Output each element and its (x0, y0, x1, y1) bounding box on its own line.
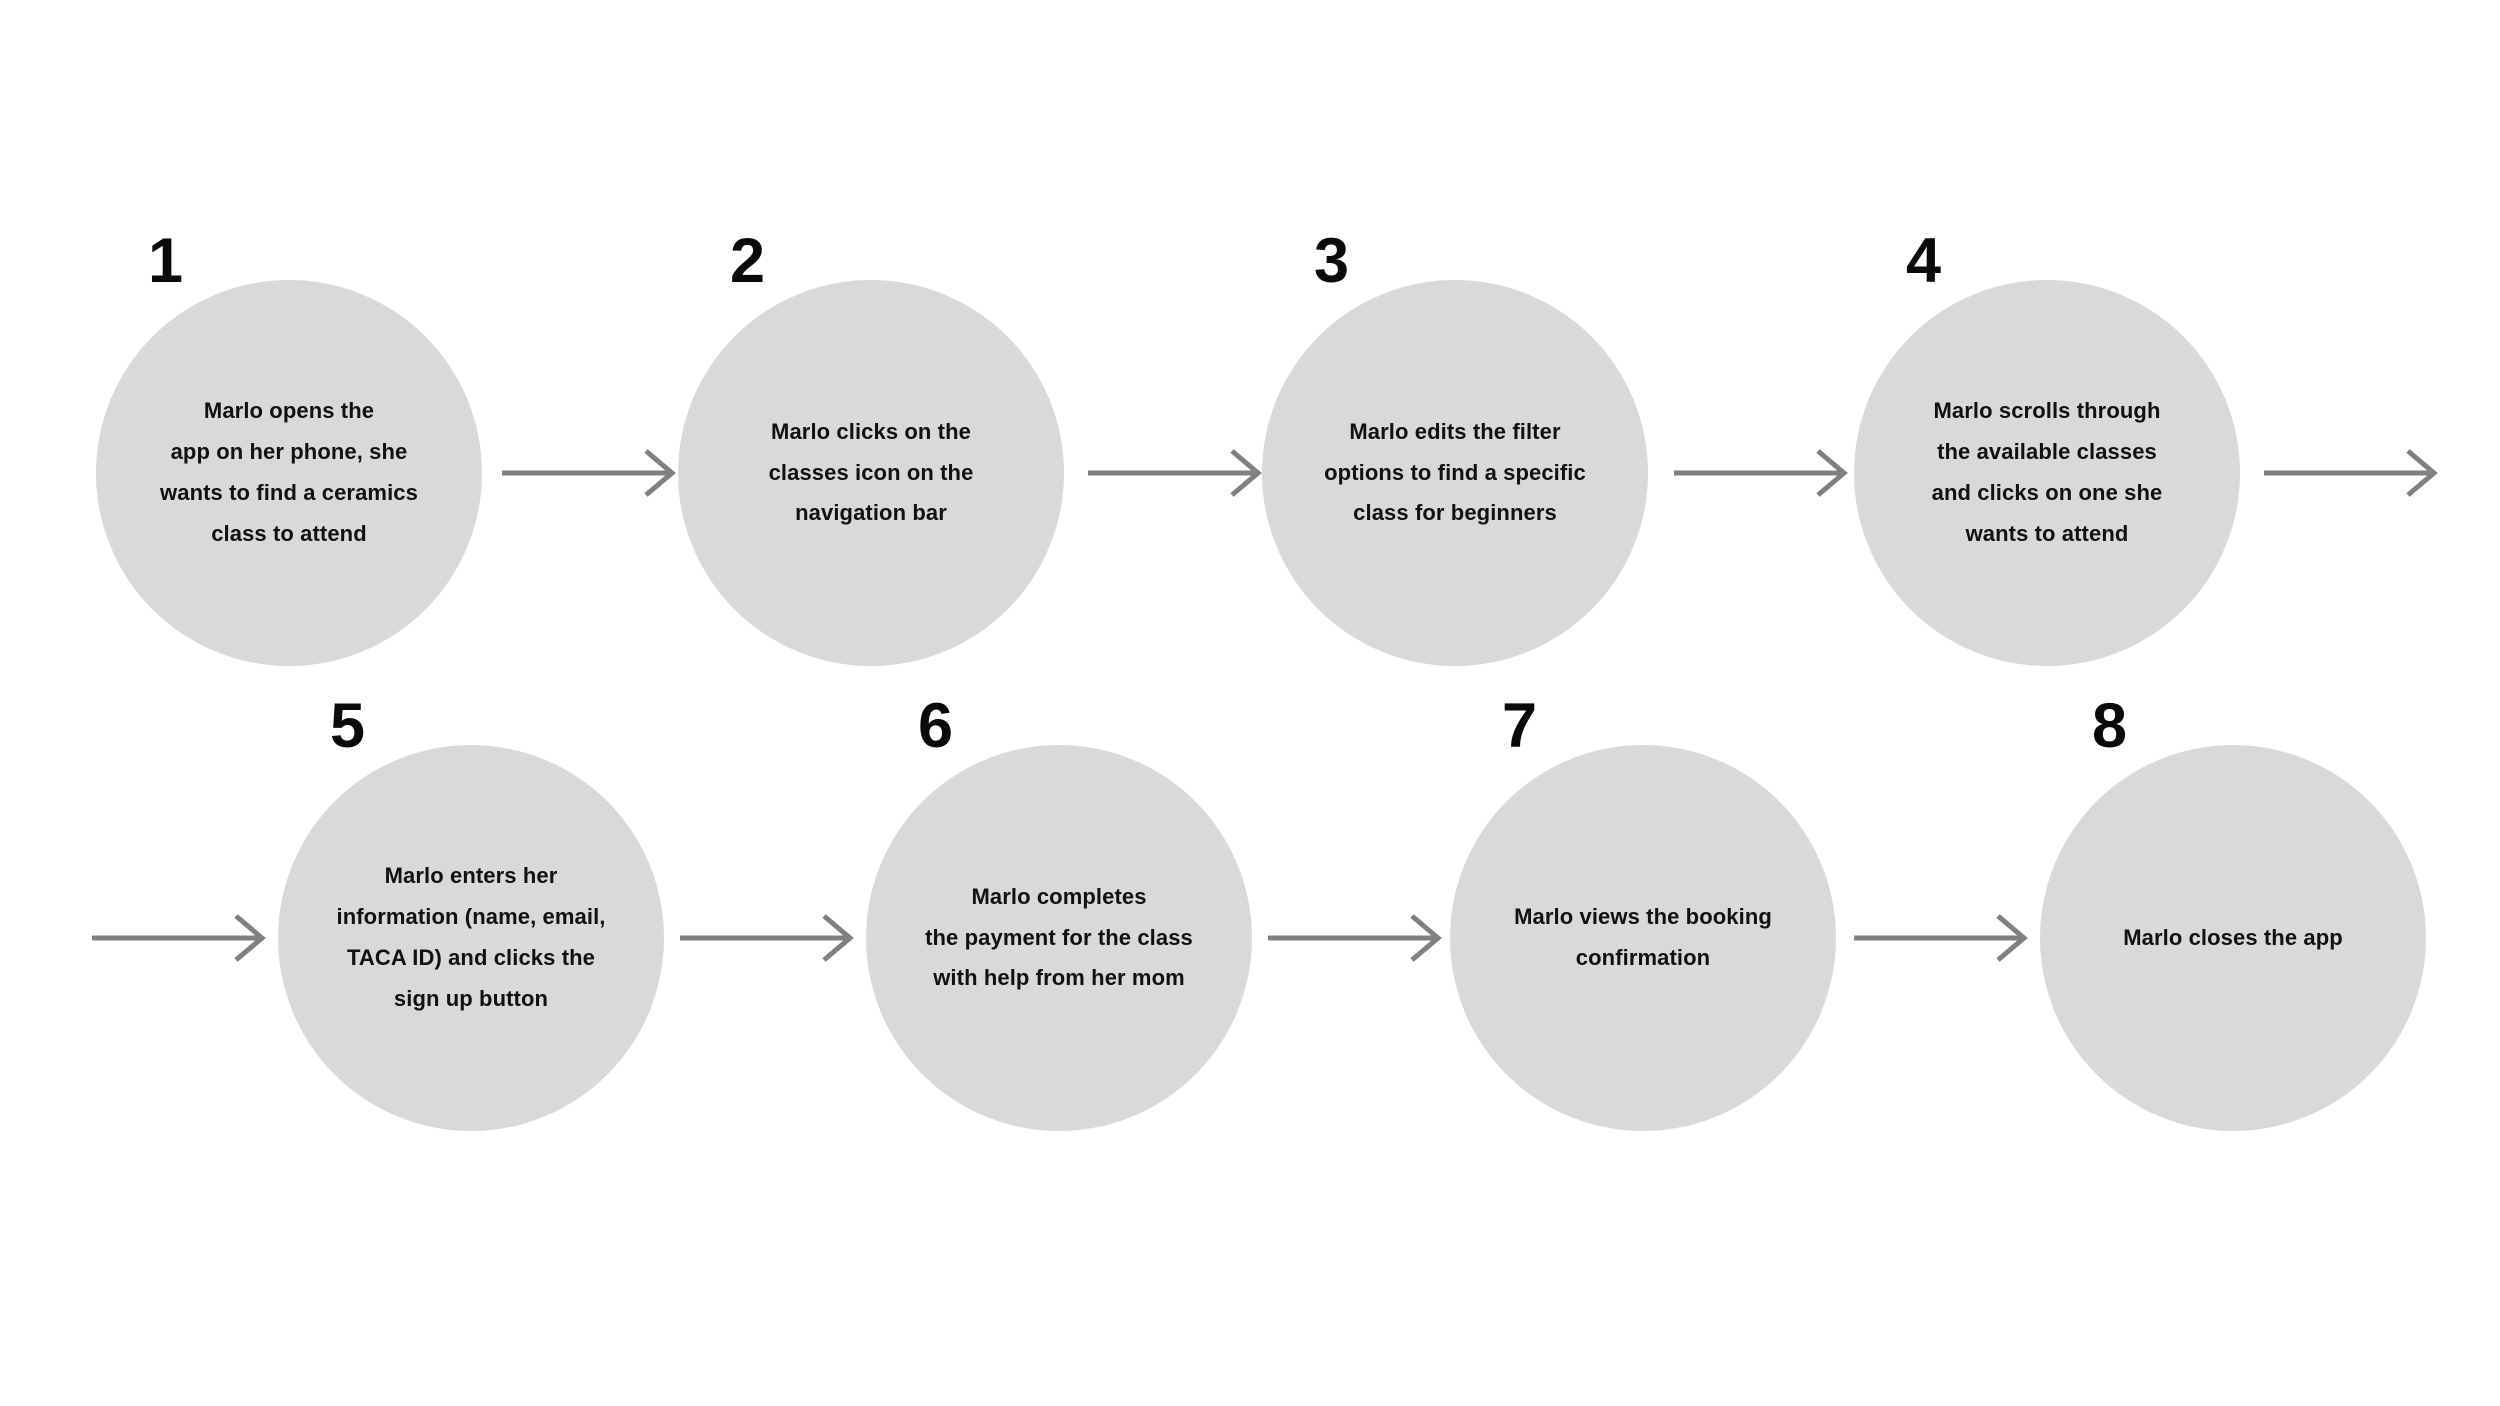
arrow-6-to-7 (1266, 908, 1448, 968)
step-circle-6[interactable]: Marlo completes the payment for the clas… (866, 745, 1252, 1131)
step-number-3: 3 (1314, 226, 1349, 296)
arrow-3-to-4 (1672, 443, 1854, 503)
step-circle-2[interactable]: Marlo clicks on the classes icon on the … (678, 280, 1064, 666)
step-number-1: 1 (148, 226, 183, 296)
flow-row-2: Marlo enters her information (name, emai… (0, 695, 2500, 1180)
step-label-4: Marlo scrolls through the available clas… (1931, 398, 2163, 546)
step-label-3: Marlo edits the filter options to find a… (1324, 418, 1586, 526)
step-number-7: 7 (1502, 691, 1537, 761)
arrow-7-to-8 (1852, 908, 2034, 968)
arrow-1-to-2 (500, 443, 682, 503)
step-label-6: Marlo completes the payment for the clas… (925, 883, 1193, 991)
flow-step-5[interactable]: Marlo enters her information (name, emai… (278, 695, 664, 1131)
step-number-8: 8 (2092, 691, 2127, 761)
flow-step-3[interactable]: Marlo edits the filter options to find a… (1262, 230, 1648, 666)
arrow-5-to-6 (678, 908, 860, 968)
step-label-7: Marlo views the booking confirmation (1514, 904, 1772, 970)
step-circle-5[interactable]: Marlo enters her information (name, emai… (278, 745, 664, 1131)
step-number-2: 2 (730, 226, 765, 296)
arrow-4-to-5-in (90, 908, 272, 968)
step-circle-8[interactable]: Marlo closes the app (2040, 745, 2426, 1131)
step-label-8: Marlo closes the app (2123, 924, 2343, 950)
flow-step-4[interactable]: Marlo scrolls through the available clas… (1854, 230, 2240, 666)
step-label-5: Marlo enters her information (name, emai… (336, 863, 606, 1011)
step-number-6: 6 (918, 691, 953, 761)
step-circle-7[interactable]: Marlo views the booking confirmation (1450, 745, 1836, 1131)
flow-row-1: Marlo opens the app on her phone, she wa… (0, 230, 2500, 715)
flow-step-2[interactable]: Marlo clicks on the classes icon on the … (678, 230, 1064, 666)
arrow-4-to-5-out (2262, 443, 2444, 503)
step-circle-4[interactable]: Marlo scrolls through the available clas… (1854, 280, 2240, 666)
step-label-2: Marlo clicks on the classes icon on the … (768, 418, 974, 526)
arrow-2-to-3 (1086, 443, 1268, 503)
step-number-5: 5 (330, 691, 365, 761)
step-circle-3[interactable]: Marlo edits the filter options to find a… (1262, 280, 1648, 666)
step-number-4: 4 (1906, 226, 1941, 296)
flow-step-7[interactable]: Marlo views the booking confirmation 7 (1450, 695, 1836, 1131)
flow-step-8[interactable]: Marlo closes the app 8 (2040, 695, 2426, 1131)
flow-step-6[interactable]: Marlo completes the payment for the clas… (866, 695, 1252, 1131)
flow-step-1[interactable]: Marlo opens the app on her phone, she wa… (96, 230, 482, 666)
step-circle-1[interactable]: Marlo opens the app on her phone, she wa… (96, 280, 482, 666)
step-label-1: Marlo opens the app on her phone, she wa… (160, 398, 418, 546)
